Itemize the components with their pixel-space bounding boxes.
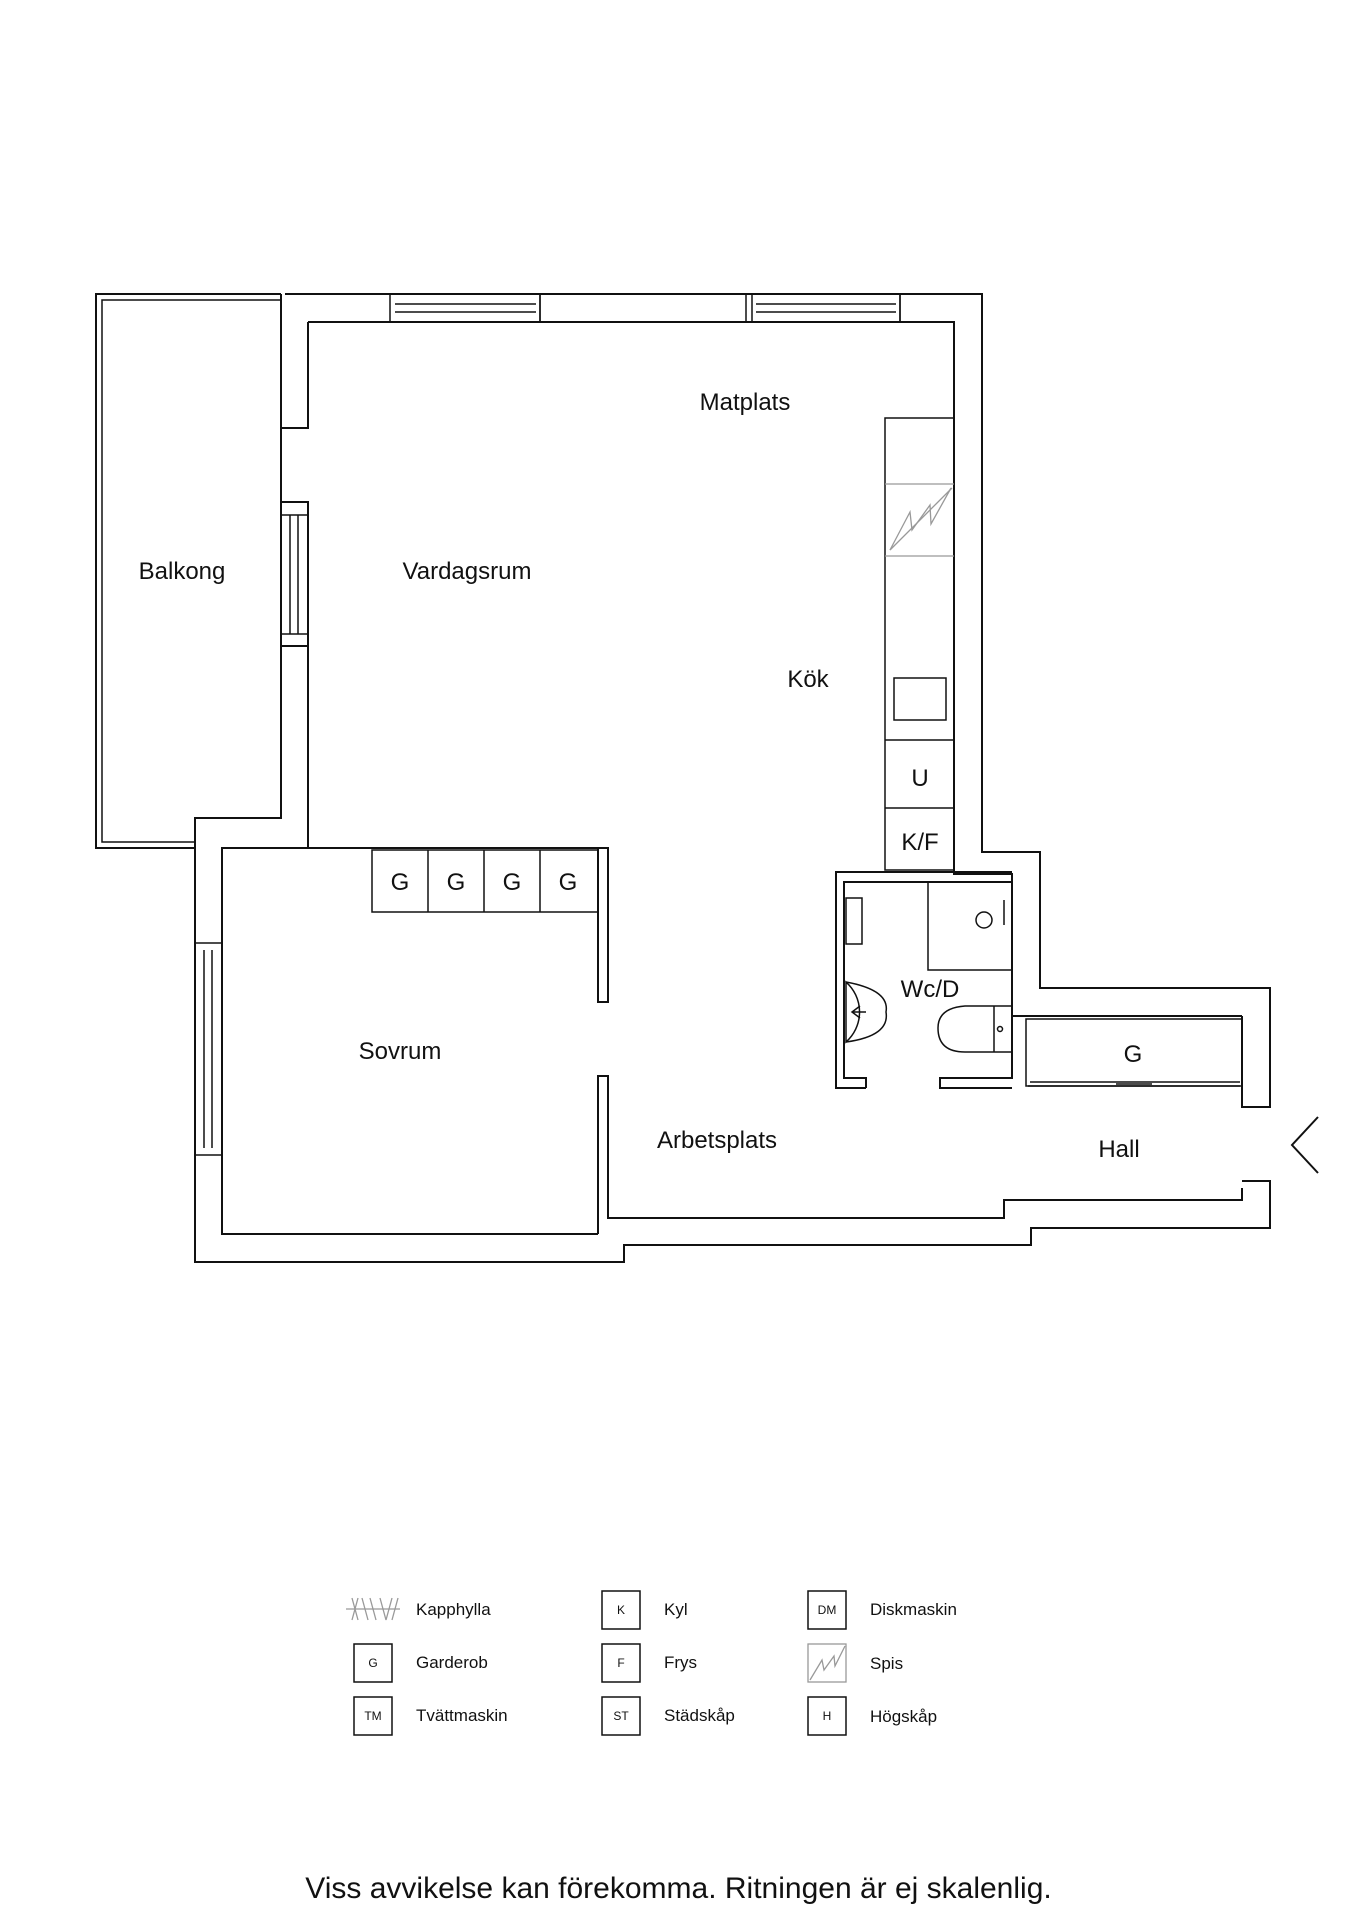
- legend-label: Tvättmaskin: [416, 1706, 508, 1725]
- legend-symbol: DM: [818, 1603, 837, 1617]
- fixture-label-g-1: G: [391, 869, 410, 896]
- windows-top: [389, 293, 901, 323]
- kitchen-counter: [884, 417, 955, 871]
- legend-box: [353, 1696, 393, 1736]
- legend-box: [807, 1696, 847, 1736]
- room-label-wcd: Wc/D: [901, 976, 960, 1003]
- exterior-wall: [194, 293, 1271, 1263]
- stove-icon: [809, 1645, 846, 1681]
- fixture-label-g-2: G: [447, 869, 466, 896]
- legend-label: Kapphylla: [416, 1600, 491, 1619]
- room-label-sovrum: Sovrum: [359, 1038, 442, 1065]
- stove-icon: [889, 487, 952, 551]
- legend-label: Garderob: [416, 1653, 488, 1672]
- legend-item-frys: F Frys: [601, 1643, 697, 1683]
- entrance-arrow-icon: [1290, 1116, 1319, 1174]
- coat-rack-icon: [346, 1597, 400, 1621]
- legend-label: Diskmaskin: [870, 1600, 957, 1619]
- legend-symbol: G: [368, 1656, 377, 1670]
- room-label-matplats: Matplats: [700, 389, 791, 416]
- fixture-label-g-4: G: [559, 869, 578, 896]
- fixture-label-g-3: G: [503, 869, 522, 896]
- shower-icon: [845, 980, 861, 1044]
- bedroom-window: [194, 942, 223, 1156]
- legend-item-diskmaskin: DM Diskmaskin: [807, 1590, 957, 1630]
- hall-wardrobe: [1025, 1018, 1243, 1087]
- room-label-vardagsrum: Vardagsrum: [403, 558, 532, 585]
- fixture-label-u: U: [911, 765, 928, 792]
- legend-item-kapphylla: Kapphylla: [346, 1597, 491, 1621]
- legend-symbol: ST: [613, 1709, 629, 1723]
- room-label-balkong: Balkong: [139, 558, 226, 585]
- fixture-label-kf: K/F: [901, 829, 938, 856]
- room-label-hall: Hall: [1098, 1136, 1139, 1163]
- legend-label: Städskåp: [664, 1706, 735, 1725]
- legend-symbol: TM: [364, 1709, 381, 1723]
- legend-label: Högskåp: [870, 1707, 937, 1726]
- room-label-kok: Kök: [787, 666, 829, 693]
- legend-symbol: H: [823, 1709, 832, 1723]
- toilet-icon: [937, 1005, 1012, 1053]
- legend-item-hogskap: H Högskåp: [807, 1696, 937, 1736]
- legend-box: [601, 1696, 641, 1736]
- legend-box: [601, 1643, 641, 1683]
- legend-box: [807, 1590, 847, 1630]
- legend-label: Spis: [870, 1654, 903, 1673]
- legend-item-stadskap: ST Städskåp: [601, 1696, 735, 1736]
- balcony-window: [280, 501, 309, 647]
- legend-box: [353, 1643, 393, 1683]
- legend-label: Frys: [664, 1653, 697, 1672]
- disclaimer-text: Viss avvikelse kan förekomma. Ritningen …: [305, 1872, 1052, 1905]
- legend-label: Kyl: [664, 1600, 688, 1619]
- sink-icon: [893, 677, 947, 721]
- legend-item-spis: Spis: [807, 1643, 903, 1683]
- legend-symbol: K: [617, 1603, 625, 1617]
- bathroom: [835, 871, 1013, 1089]
- legend-item-kyl: K Kyl: [601, 1590, 688, 1630]
- room-label-arbetsplats: Arbetsplats: [657, 1127, 777, 1154]
- bedroom-wardrobes: [371, 849, 599, 913]
- legend-symbol: F: [617, 1656, 624, 1670]
- legend-box: [807, 1643, 847, 1683]
- fixture-label-g-hall: G: [1124, 1041, 1143, 1068]
- legend-item-garderob: G Garderob: [353, 1643, 488, 1683]
- balcony: [95, 293, 281, 849]
- legend-box: [601, 1590, 641, 1630]
- legend: Kapphylla K Kyl DM Diskmaskin G Garderob…: [346, 1590, 957, 1736]
- legend-item-tvattmaskin: TM Tvättmaskin: [353, 1696, 508, 1736]
